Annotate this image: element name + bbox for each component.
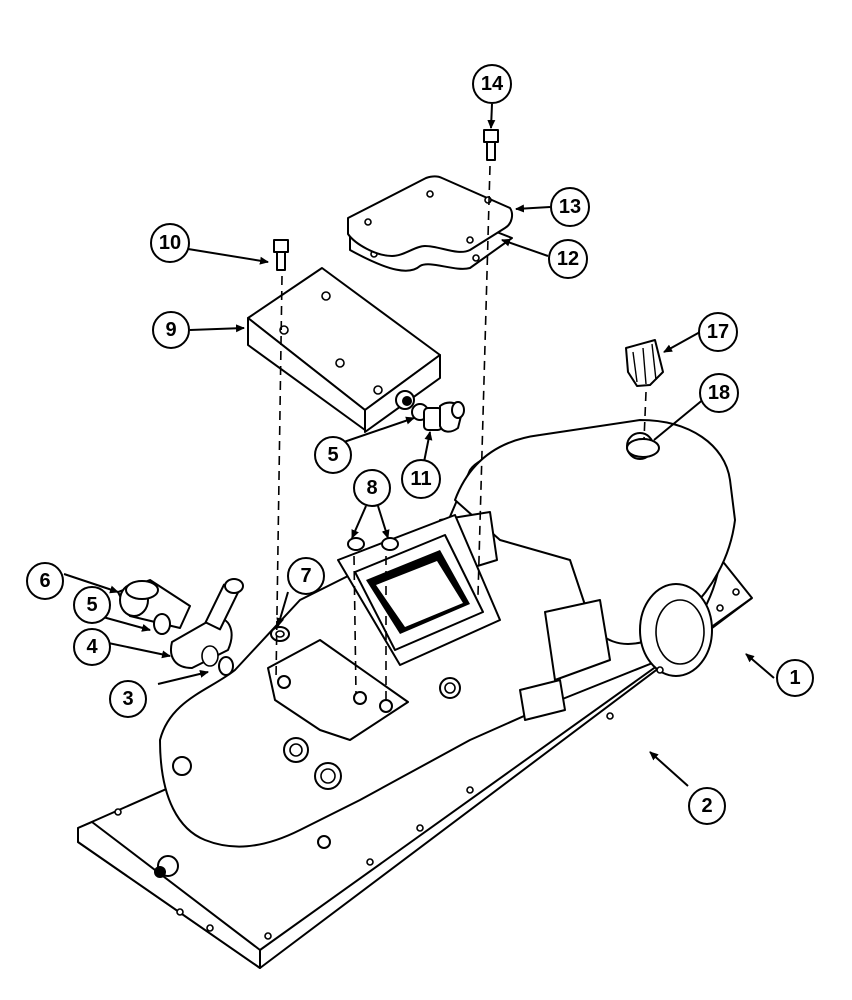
callout-3-label: 3 xyxy=(122,688,133,710)
callout-11-label: 11 xyxy=(410,468,431,490)
top-cover xyxy=(347,175,514,257)
filler-cap xyxy=(625,339,664,387)
valve-spool xyxy=(117,579,191,629)
callout-6-label: 6 xyxy=(39,570,50,592)
callout-6: 6 xyxy=(26,562,64,600)
o-ring-5 xyxy=(153,613,171,635)
callout-5-valve-label: 5 xyxy=(86,594,97,616)
callout-18-label: 18 xyxy=(708,382,730,404)
callout-17-label: 17 xyxy=(707,321,729,343)
callout-7: 7 xyxy=(287,557,325,595)
callout-17: 17 xyxy=(698,312,738,352)
bolt-10 xyxy=(273,239,289,271)
callout-13-label: 13 xyxy=(559,196,581,218)
elbow-fitting xyxy=(411,401,465,433)
callout-18: 18 xyxy=(699,373,739,413)
callout-12-label: 12 xyxy=(557,248,579,270)
callout-12: 12 xyxy=(548,239,588,279)
callout-10-label: 10 xyxy=(159,232,181,254)
callout-1: 1 xyxy=(776,659,814,697)
banjo-fitting xyxy=(170,578,244,669)
callout-5-valve: 5 xyxy=(73,586,111,624)
callout-8: 8 xyxy=(353,469,391,507)
callout-11: 11 xyxy=(401,459,441,499)
callout-1-label: 1 xyxy=(789,667,800,689)
callout-4-label: 4 xyxy=(86,636,98,658)
housing-cover xyxy=(77,419,753,969)
callout-14-label: 14 xyxy=(481,73,504,95)
base-plate-holes xyxy=(114,588,740,940)
callout-8-label: 8 xyxy=(366,477,377,499)
callout-5-block-label: 5 xyxy=(327,444,338,466)
bolt-14 xyxy=(483,129,499,161)
callout-10: 10 xyxy=(150,223,190,263)
callout-2-label: 2 xyxy=(701,795,712,817)
callout-2: 2 xyxy=(688,787,726,825)
callout-leaders xyxy=(63,103,775,787)
callout-5-block: 5 xyxy=(314,436,352,474)
callout-13: 13 xyxy=(550,187,590,227)
callout-9: 9 xyxy=(152,311,190,349)
callout-14: 14 xyxy=(472,64,512,104)
callout-7-label: 7 xyxy=(300,565,311,587)
valve-block xyxy=(247,267,441,433)
callout-9-label: 9 xyxy=(165,319,176,341)
callout-4: 4 xyxy=(73,628,111,666)
alignment-lines xyxy=(275,165,647,702)
callout-3: 3 xyxy=(109,680,147,718)
